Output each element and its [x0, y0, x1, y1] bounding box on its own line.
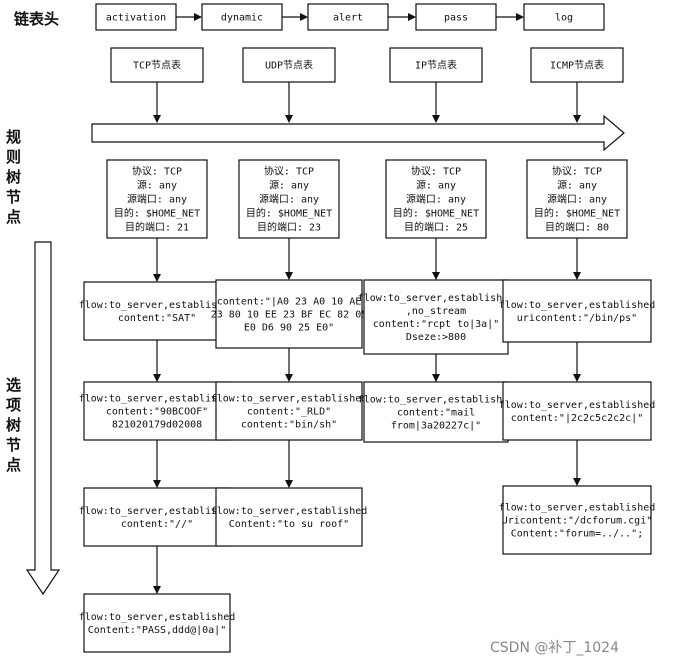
rule-node-1-line-5: 目的端口: 21 — [125, 221, 189, 234]
watermark: CSDN @补丁_1024 — [490, 640, 619, 656]
rule-node-3-line-1: 协议: TCP — [411, 165, 461, 178]
option-node-3-2-line-2: content:"mail — [397, 408, 475, 419]
rule-node-3-line-4: 目的: $HOME_NET — [393, 207, 479, 220]
option-node-1-1 — [83, 281, 231, 341]
list-node-pass-label: pass — [444, 13, 468, 24]
option-node-2-3-line-1: flow:to_server,established — [211, 506, 368, 517]
rule-node-4-line-4: 目的: $HOME_NET — [534, 207, 620, 220]
option-node-4-1-line-1: flow:to_server,established — [499, 300, 656, 311]
option-node-1-3 — [83, 487, 231, 547]
option-node-3-1-line-3: content:"rcpt to|3a|" — [373, 319, 499, 330]
option-node-3-2-line-3: from|3a20227c|" — [391, 421, 481, 432]
rule-node-2-line-3: 源端口: any — [259, 193, 319, 206]
option-node-3-1-line-2: ,no_stream — [406, 306, 466, 317]
option-node-4-1 — [502, 279, 652, 343]
option-node-4-3-line-2: Uricontent:"/dcforum.cgi" — [502, 516, 653, 527]
option-node-1-2-line-3: 821020179d02008 — [112, 420, 202, 431]
option-node-1-4-line-1: flow:to_server,established — [79, 612, 236, 623]
option-node-2-2-line-1: flow:to_server,established — [211, 394, 368, 405]
option-node-2-1 — [215, 279, 363, 349]
list-node-dynamic — [201, 3, 283, 31]
rule-tree-label-2: 则 — [6, 148, 21, 166]
option-node-4-2-line-2: content:"|2c2c5c2c2c|" — [511, 413, 643, 424]
rule-node-2-line-2: 源: any — [269, 179, 309, 192]
list-node-alert — [307, 3, 389, 31]
option-tree-label-3: 树 — [6, 416, 21, 434]
option-node-1-1-line-2: content:"SAT" — [118, 313, 196, 324]
option-node-4-3-line-3: Content:"forum=../.."; — [511, 529, 643, 540]
protocol-table-1 — [110, 47, 204, 83]
protocol-table-2-label: UDP节点表 — [265, 59, 313, 72]
option-node-3-2 — [363, 381, 509, 443]
rule-tree-label-1: 规 — [6, 128, 21, 146]
protocol-table-1-label: TCP节点表 — [133, 59, 181, 72]
option-tree-label-5: 点 — [6, 456, 21, 474]
rule-node-2-line-5: 目的端口: 23 — [257, 221, 321, 234]
option-node-1-4-line-2: Content:"PASS,ddd@|0a|" — [88, 625, 226, 636]
option-node-4-2-line-1: flow:to_server,established — [499, 400, 656, 411]
option-node-2-1-line-3: E0 D6 90 25 E0" — [244, 323, 334, 334]
option-node-1-1-line-1: flow:to_server,established — [79, 300, 236, 311]
option-node-1-3-line-1: flow:to_server,established — [79, 506, 236, 517]
rule-node-3-line-2: 源: any — [416, 179, 456, 192]
option-node-2-2-line-3: content:"bin/sh" — [241, 420, 337, 431]
list-node-pass — [415, 3, 497, 31]
list-node-activation — [95, 3, 177, 31]
rule-tree-label-5: 点 — [6, 208, 21, 226]
rule-node-2 — [238, 159, 340, 239]
option-node-1-4 — [83, 593, 231, 653]
list-head-label: 链表头 — [14, 10, 59, 28]
option-node-3-2-line-1: flow:to_server,established — [358, 395, 515, 406]
option-node-4-3 — [502, 485, 652, 555]
rule-node-1-line-3: 源端口: any — [127, 193, 187, 206]
rule-node-1-line-2: 源: any — [137, 179, 177, 192]
option-node-2-3 — [215, 487, 363, 547]
option-node-4-1-line-2: uricontent:"/bin/ps" — [517, 313, 637, 324]
rule-node-1-line-4: 目的: $HOME_NET — [114, 207, 200, 220]
protocol-table-3 — [389, 47, 483, 83]
option-tree-label-4: 节 — [6, 436, 21, 454]
rule-node-3 — [385, 159, 487, 239]
option-node-2-3-line-2: Content:"to su roof" — [229, 519, 349, 530]
rule-node-4-line-2: 源: any — [557, 179, 597, 192]
option-node-2-1-line-2: 23 80 10 EE 23 BF EC 82 05 — [211, 310, 368, 321]
protocol-table-2 — [242, 47, 336, 83]
rule-direction-arrow — [91, 114, 625, 152]
option-node-4-2 — [502, 381, 652, 441]
list-node-activation-label: activation — [106, 13, 166, 24]
option-direction-arrow — [25, 241, 61, 596]
option-node-1-3-line-2: content:"//" — [121, 519, 193, 530]
option-node-4-3-line-1: flow:to_server,established — [499, 503, 656, 514]
option-node-1-2-line-1: flow:to_server,established — [79, 394, 236, 405]
rule-node-1 — [106, 159, 208, 239]
protocol-table-4-label: ICMP节点表 — [550, 59, 604, 72]
option-node-3-1-line-4: Dseze:>800 — [406, 332, 466, 343]
list-node-log — [523, 3, 605, 31]
option-node-2-1-line-1: content:"|A0 23 A0 10 AE — [217, 297, 362, 308]
rule-node-3-line-3: 源端口: any — [406, 193, 466, 206]
option-node-3-1-line-1: flow:to_server,established — [358, 293, 515, 304]
rule-tree-label-4: 节 — [6, 188, 21, 206]
option-tree-label-2: 项 — [6, 396, 21, 414]
option-node-2-2-line-2: content:"_RLD" — [247, 407, 331, 418]
rule-node-1-line-1: 协议: TCP — [132, 165, 182, 178]
list-node-log-label: log — [555, 13, 573, 24]
protocol-table-3-label: IP节点表 — [415, 59, 457, 72]
option-tree-label-1: 选 — [6, 376, 21, 394]
option-node-3-1 — [363, 279, 509, 355]
rule-node-4-line-3: 源端口: any — [547, 193, 607, 206]
rule-node-2-line-4: 目的: $HOME_NET — [246, 207, 332, 220]
list-node-dynamic-label: dynamic — [221, 13, 263, 24]
rule-node-4-line-1: 协议: TCP — [552, 165, 602, 178]
list-node-alert-label: alert — [333, 13, 363, 24]
rule-node-4-line-5: 目的端口: 80 — [545, 221, 609, 234]
rule-node-2-line-1: 协议: TCP — [264, 165, 314, 178]
rule-tree-label-3: 树 — [6, 168, 21, 186]
option-node-1-2-line-2: content:"90BCOOF" — [106, 407, 208, 418]
rule-node-3-line-5: 目的端口: 25 — [404, 221, 468, 234]
